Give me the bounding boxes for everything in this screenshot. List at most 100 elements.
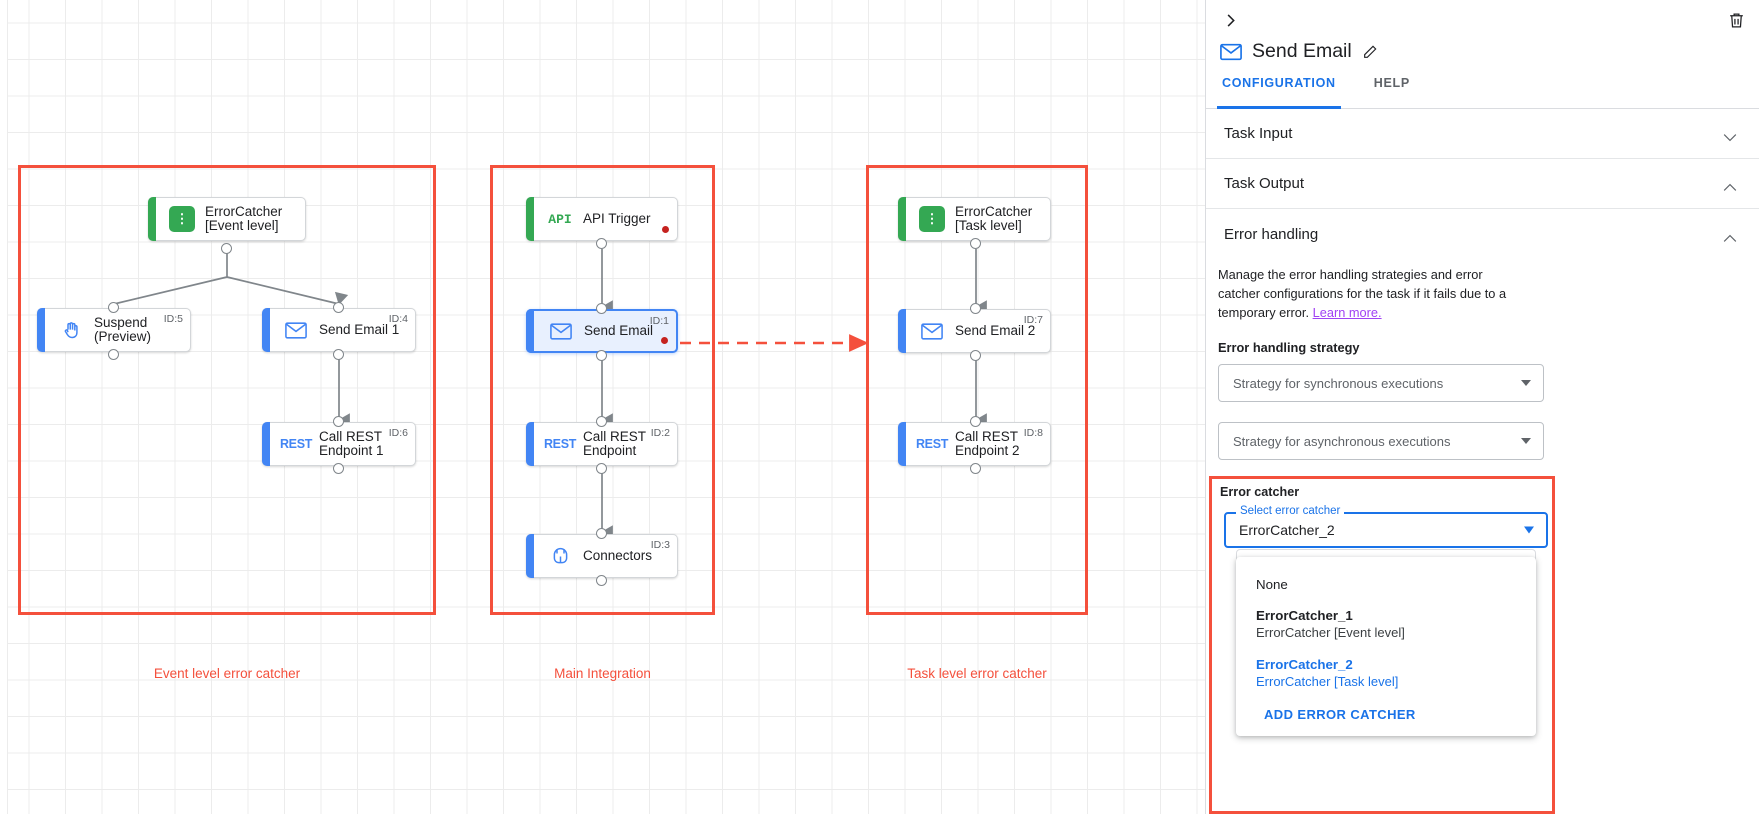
panel-header: Send Email <box>1206 0 1759 76</box>
port-out[interactable] <box>970 350 981 361</box>
port-in[interactable] <box>596 416 607 427</box>
pencil-icon[interactable] <box>1362 44 1378 60</box>
node-accent-bar <box>262 308 270 352</box>
node-accent-bar <box>37 308 45 352</box>
node-accent-bar <box>526 534 534 578</box>
section-title: Task Output <box>1224 175 1305 192</box>
port-out[interactable] <box>221 243 232 254</box>
sync-strategy-select[interactable]: Strategy for synchronous executions <box>1218 364 1544 402</box>
canvas-left-gutter <box>0 0 8 814</box>
node-send-email[interactable]: Send Email ID:1 <box>526 309 678 353</box>
port-out[interactable] <box>970 463 981 474</box>
add-error-catcher-button[interactable]: ADD ERROR CATCHER <box>1264 707 1416 722</box>
panel-tabs: CONFIGURATION HELP <box>1206 76 1759 109</box>
node-label: Call REST Endpoint 1 <box>319 429 384 458</box>
menu-item-errorcatcher-1[interactable]: ErrorCatcher_1 ErrorCatcher [Event level… <box>1236 600 1536 649</box>
menu-item-title: None <box>1256 577 1288 592</box>
group-frame-main-integration <box>490 165 715 615</box>
node-label: Suspend (Preview) <box>94 315 152 344</box>
node-accent-bar <box>898 422 906 466</box>
node-connectors[interactable]: Connectors ID:3 <box>526 534 678 578</box>
node-id: ID:7 <box>1023 314 1043 326</box>
node-accent-bar <box>526 197 534 241</box>
node-label: Call REST Endpoint 2 <box>955 429 1020 458</box>
node-id: ID:5 <box>163 313 183 325</box>
error-indicator-dot <box>662 226 669 233</box>
section-error-handling[interactable]: Error handling <box>1206 209 1759 259</box>
port-in[interactable] <box>596 303 607 314</box>
menu-item-subtitle: ErrorCatcher [Event level] <box>1256 625 1405 640</box>
error-handling-body: Manage the error handling strategies and… <box>1206 259 1759 460</box>
async-strategy-select[interactable]: Strategy for asynchronous executions <box>1218 422 1544 460</box>
rest-icon: REST <box>279 437 313 451</box>
node-id: ID:2 <box>650 427 670 439</box>
node-call-rest-endpoint[interactable]: REST Call REST Endpoint ID:2 <box>526 422 678 466</box>
node-label: API Trigger <box>583 211 651 226</box>
port-in[interactable] <box>108 302 119 313</box>
error-catcher-icon: ⋮ <box>919 206 945 232</box>
chevron-down-icon <box>1521 438 1531 444</box>
node-label: Connectors <box>583 548 653 563</box>
page-title: Send Email <box>1252 40 1352 62</box>
port-in[interactable] <box>333 302 344 313</box>
tab-configuration[interactable]: CONFIGURATION <box>1217 76 1341 109</box>
node-id: ID:8 <box>1023 427 1043 439</box>
error-indicator-dot <box>661 337 668 344</box>
node-id: ID:3 <box>650 539 670 551</box>
port-out[interactable] <box>108 349 119 360</box>
chevron-right-icon[interactable] <box>1216 6 1244 34</box>
port-out[interactable] <box>970 238 981 249</box>
section-title: Error handling <box>1224 225 1319 243</box>
node-label: ErrorCatcher [Event level] <box>205 204 283 233</box>
port-out[interactable] <box>333 349 344 360</box>
section-task-output[interactable]: Task Output <box>1206 159 1759 209</box>
error-handling-strategy-label: Error handling strategy <box>1218 340 1360 355</box>
node-send-email-1[interactable]: Send Email 1 ID:4 <box>262 308 416 352</box>
section-task-input[interactable]: Task Input <box>1206 109 1759 159</box>
chevron-up-icon <box>1723 179 1737 191</box>
group-frame-task-level <box>866 165 1088 615</box>
node-suspend[interactable]: Suspend (Preview) ID:5 <box>37 308 191 352</box>
select-error-catcher-field[interactable]: Select error catcher ErrorCatcher_2 <box>1224 505 1548 548</box>
node-accent-bar <box>148 197 156 241</box>
port-in[interactable] <box>596 528 607 539</box>
port-out[interactable] <box>596 463 607 474</box>
menu-item-errorcatcher-2[interactable]: ErrorCatcher_2 ErrorCatcher [Task level] <box>1236 649 1536 698</box>
select-error-catcher-legend: Select error catcher <box>1236 505 1345 517</box>
port-in[interactable] <box>970 416 981 427</box>
tab-help[interactable]: HELP <box>1373 76 1410 90</box>
port-out[interactable] <box>596 575 607 586</box>
port-in[interactable] <box>333 416 344 427</box>
node-id: ID:4 <box>388 313 408 325</box>
trash-icon[interactable] <box>1723 7 1749 33</box>
port-out[interactable] <box>596 238 607 249</box>
mail-icon <box>283 317 309 343</box>
node-accent-bar <box>526 422 534 466</box>
group-frame-event-level <box>18 165 436 615</box>
node-label: Call REST Endpoint <box>583 429 647 458</box>
menu-item-title: ErrorCatcher_2 <box>1256 657 1353 672</box>
node-label: Send Email 2 <box>955 323 1036 338</box>
port-in[interactable] <box>970 303 981 314</box>
mail-icon <box>919 318 945 344</box>
port-out[interactable] <box>333 463 344 474</box>
section-title: Task Input <box>1224 125 1293 142</box>
description-text: Manage the error handling strategies and… <box>1218 267 1507 320</box>
group-caption-main-integration: Main Integration <box>554 666 651 681</box>
node-call-rest-endpoint-2[interactable]: REST Call REST Endpoint 2 ID:8 <box>898 422 1051 466</box>
port-out[interactable] <box>596 350 607 361</box>
panel-title-row: Send Email <box>1220 40 1378 63</box>
node-errorcatcher-task[interactable]: ⋮ ErrorCatcher [Task level] <box>898 197 1051 241</box>
node-errorcatcher-event[interactable]: ⋮ ErrorCatcher [Event level] <box>148 197 306 241</box>
integration-canvas[interactable]: ⋮ ErrorCatcher [Event level] Suspend (Pr… <box>0 0 1205 814</box>
node-api-trigger[interactable]: API API Trigger <box>526 197 678 241</box>
node-send-email-2[interactable]: Send Email 2 ID:7 <box>898 309 1051 353</box>
node-accent-bar <box>898 197 906 241</box>
menu-item-none[interactable]: None <box>1236 569 1536 600</box>
node-accent-bar <box>262 422 270 466</box>
node-call-rest-endpoint-1[interactable]: REST Call REST Endpoint 1 ID:6 <box>262 422 416 466</box>
learn-more-link[interactable]: Learn more. <box>1312 305 1382 320</box>
error-handling-description: Manage the error handling strategies and… <box>1218 265 1518 322</box>
sync-strategy-value: Strategy for synchronous executions <box>1233 375 1444 391</box>
